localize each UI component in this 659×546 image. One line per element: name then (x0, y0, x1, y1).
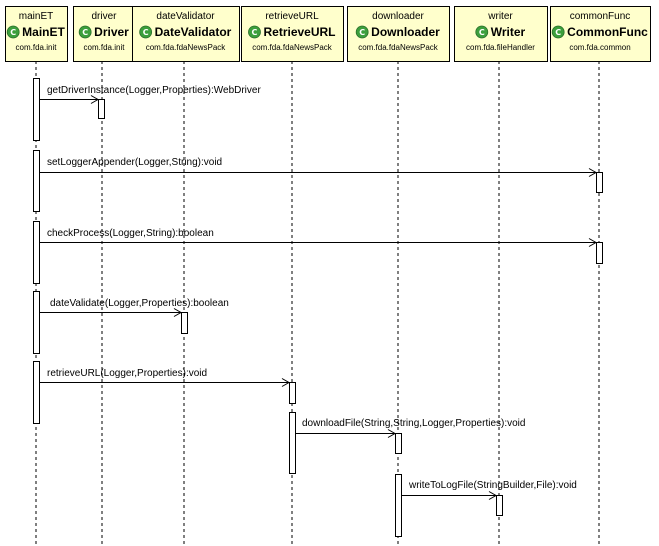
message-1: getDriverInstance(Logger,Properties):Web… (40, 85, 261, 104)
message-label: setLoggerAppender(Logger,String):void (47, 157, 222, 168)
activation-box-mainET (33, 291, 40, 354)
participant-class-name: Writer (491, 25, 526, 39)
message-label: getDriverInstance(Logger,Properties):Web… (47, 85, 261, 96)
participant-instance-name: retrieveURL (265, 11, 319, 22)
participant-instance-name: writer (487, 11, 513, 22)
activation-box-retrieveURL (289, 412, 296, 474)
participant-package: com.fda.init (16, 43, 58, 52)
message-label: retrieveURL(Logger,Properties):void (47, 368, 207, 379)
participant-instance-name: commonFunc (570, 11, 631, 22)
activations-layer (33, 78, 603, 537)
participant-instance-name: driver (91, 11, 117, 22)
participant-package: com.fda.common (569, 43, 630, 52)
svg-text:C: C (82, 28, 88, 37)
activation-box-driver (98, 99, 105, 119)
participant-class-name: RetrieveURL (263, 25, 335, 39)
participant-package: com.fda.fdaNewsPack (146, 43, 227, 52)
participant-package: com.fda.fileHandler (466, 43, 535, 52)
message-6: downloadFile(String,String,Logger,Proper… (296, 418, 525, 438)
class-icon: C (6, 25, 20, 39)
participant-package: com.fda.fdaNewsPack (358, 43, 439, 52)
svg-text:C: C (10, 28, 16, 37)
arrowhead-icon (387, 429, 397, 438)
participant-class-name: DateValidator (155, 25, 232, 39)
participant-box (454, 6, 548, 62)
activation-box-commonFunc (596, 172, 603, 193)
svg-text:C: C (479, 28, 485, 37)
message-5: retrieveURL(Logger,Properties):void (40, 368, 291, 387)
class-icon: C (248, 25, 261, 39)
activation-box-mainET (33, 150, 40, 212)
class-icon: C (78, 25, 92, 39)
participant-box (550, 6, 651, 62)
participant-retrieveURL[interactable]: retrieveURL RetrieveURL Ccom.fda.fdaNewsPa… (241, 6, 344, 62)
message-3: checkProcess(Logger,String):boolean (40, 228, 598, 247)
participant-instance-name: mainET (19, 11, 53, 22)
participant-class-name: Downloader (371, 25, 440, 39)
svg-text:C: C (359, 28, 365, 37)
activation-box-commonFunc (596, 242, 603, 264)
message-7: writeToLogFile(StringBuilder,File):void (402, 480, 577, 500)
class-icon: C (551, 25, 565, 39)
class-icon: C (139, 25, 153, 39)
arrowhead-icon (488, 491, 498, 500)
svg-text:C: C (143, 28, 149, 37)
participant-instance-name: downloader (372, 11, 424, 22)
arrowhead-icon (281, 378, 291, 387)
participant-class-name: Driver (94, 25, 129, 39)
participant-package: com.fda.fdaNewsPack (252, 43, 333, 52)
message-4: dateValidate(Logger,Properties):boolean (40, 298, 229, 317)
activation-box-mainET (33, 78, 40, 141)
arrowhead-icon (588, 168, 598, 177)
lifelines-layer (35, 61, 600, 546)
participant-class-name: MainET (22, 25, 65, 39)
arrowhead-icon (588, 238, 598, 247)
message-2: setLoggerAppender(Logger,String):void (40, 157, 598, 177)
participant-package: com.fda.init (84, 43, 126, 52)
arrowhead-icon (90, 95, 100, 104)
activation-box-dateValidator (181, 312, 188, 334)
messages-layer: getDriverInstance(Logger,Properties):Web… (40, 85, 598, 500)
activation-box-downloader (395, 474, 402, 537)
message-label: writeToLogFile(StringBuilder,File):void (408, 480, 577, 491)
message-label: dateValidate(Logger,Properties):boolean (50, 298, 229, 309)
activation-box-mainET (33, 221, 40, 284)
activation-box-retrieveURL (289, 382, 296, 404)
class-icon: C (355, 25, 369, 39)
activation-box-downloader (395, 433, 402, 454)
activation-box-mainET (33, 361, 40, 424)
message-label: downloadFile(String,String,Logger,Proper… (302, 418, 525, 429)
arrowhead-icon (173, 308, 183, 317)
message-label: checkProcess(Logger,String):boolean (47, 228, 214, 239)
participant-class-name: CommonFunc (567, 25, 648, 39)
class-icon: C (475, 25, 489, 39)
svg-text:C: C (555, 28, 561, 37)
participant-instance-name: dateValidator (156, 11, 215, 22)
activation-box-writer (496, 495, 503, 516)
svg-text:C: C (252, 28, 258, 37)
